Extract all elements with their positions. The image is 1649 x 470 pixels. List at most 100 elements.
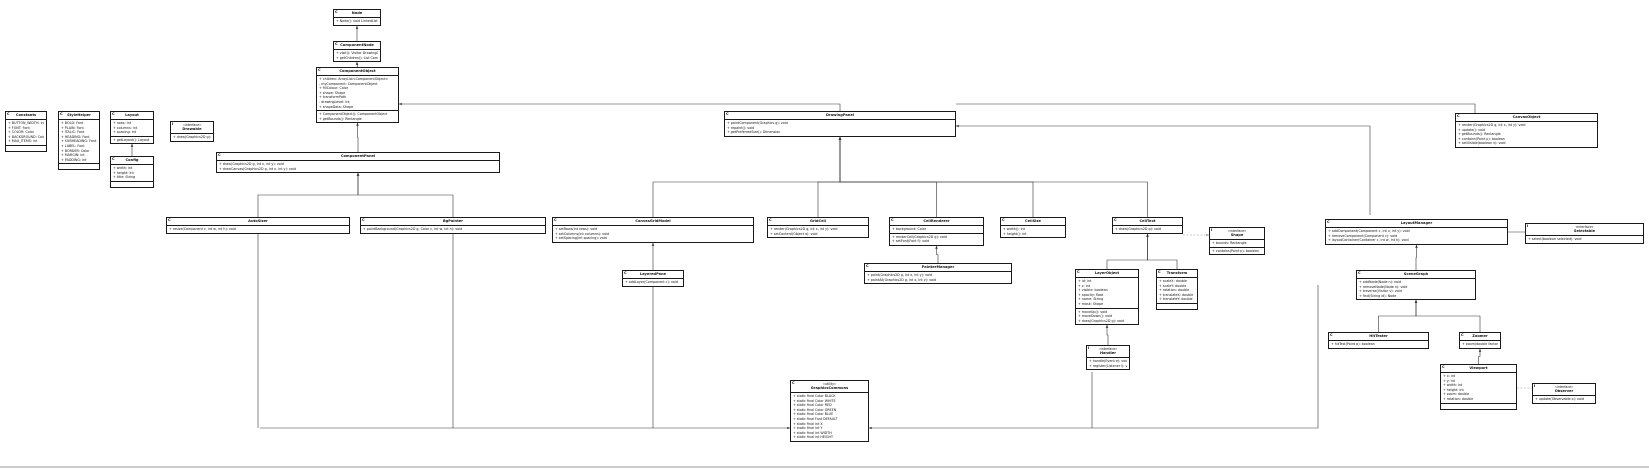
attribute-row: + height: int — [113, 170, 134, 175]
attribute-section: + id: int+ z: int+ visible: boolean+ opa… — [1076, 278, 1138, 309]
method-row: + setSpacing(int spacing): void — [555, 236, 607, 241]
arrow-head — [935, 246, 938, 249]
class-box-observer-if[interactable]: I«interface»Observer+ update(Observable … — [1532, 383, 1596, 404]
method-section: + draw(Graphics2D g, int x, int y): void… — [217, 161, 499, 172]
method-row: + getLayout(): Layout — [113, 137, 150, 142]
attribute-row: + id: int — [1078, 279, 1092, 283]
class-box-drawable-if[interactable]: I«interface»Drawable+ draw(Graphics2D g)… — [170, 121, 214, 142]
class-icon: C — [726, 112, 729, 116]
class-icon: C — [60, 112, 63, 116]
class-box-shape-if[interactable]: I«interface»Shape+ bounds: Rectangle+ co… — [1209, 227, 1265, 256]
class-box-graphics[interactable]: C«utility»GraphicsCommons+ static final … — [790, 380, 869, 442]
class-name: CellSize — [1025, 219, 1041, 223]
method-row: + static final Font DEFAULT — [793, 416, 838, 421]
class-name: Constants — [15, 113, 37, 117]
class-stereotype: «interface» — [1575, 225, 1594, 229]
method-row: + renderCell(Graphics2D g): void — [892, 234, 947, 239]
method-row: + handle(Event e): void — [1089, 359, 1127, 363]
method-row: + repaint(): void — [727, 125, 755, 130]
arrow-head — [1146, 234, 1149, 237]
attribute-section: + scaleX: double+ scaleY: double+ rotati… — [1157, 278, 1197, 304]
method-row: + addComponent(Component c, int x, int y… — [1328, 229, 1410, 233]
attribute-row: + rotation: double — [1159, 288, 1190, 293]
method-row: + removeNode(Node n): void — [1359, 284, 1408, 289]
attribute-row: + PLAIN: Font — [61, 125, 84, 130]
class-name: LayerObject — [1094, 271, 1120, 275]
method-section: + draw(Graphics2D g): void — [1113, 226, 1182, 233]
method-section — [1441, 404, 1516, 409]
method-row: + update(): void — [1458, 127, 1486, 132]
method-row: + register(Listener l): void — [1089, 363, 1127, 368]
class-header: C Constants — [6, 112, 46, 120]
class-header: I«interface»Shape — [1210, 228, 1264, 240]
class-icon: C — [335, 10, 338, 14]
class-box-selectable-if[interactable]: I«interface»Selectable+ select(boolean s… — [1525, 223, 1644, 244]
method-row: + static final int WIDTH — [793, 430, 832, 435]
arrow-head — [869, 426, 872, 430]
method-row: + draw(Graphics2D g, int x, int y): void — [219, 162, 284, 166]
arrow-head — [355, 26, 359, 29]
attribute-row: + SUBHEADING: Font — [61, 139, 97, 144]
class-icon: C — [792, 381, 795, 385]
inheritance-line — [956, 103, 1476, 113]
method-row: + addLayer(Component c): void — [625, 280, 678, 284]
method-row: + paintBackground(Graphics2D g, Color c,… — [363, 227, 463, 231]
class-name: ComponentNode — [340, 43, 374, 47]
method-section: + visit(): Visitor DrawingDisplay+ getCh… — [334, 50, 380, 61]
class-name: LayeredPane — [639, 272, 667, 276]
attribute-row: + shape: Shape — [319, 90, 346, 95]
class-name: PainterManager — [921, 265, 955, 269]
attribute-row: + BACKGROUND: Color — [8, 134, 44, 139]
method-row: + getChildren(): List ComponentNode — [336, 55, 378, 60]
class-box-handler-if[interactable]: I«interface»Handler+ handle(Event e): vo… — [1086, 345, 1130, 371]
attribute-row: + scaleX: double — [1159, 279, 1187, 283]
interface-icon: I — [172, 122, 174, 126]
class-icon: C — [1442, 365, 1445, 369]
attribute-row: + x: int — [1443, 374, 1456, 378]
class-icon: C — [7, 112, 10, 116]
attribute-row: + translateY: double — [1159, 297, 1193, 302]
attribute-row: + LABEL: Font — [61, 143, 85, 148]
attribute-row: + BORDER: Color — [61, 148, 90, 153]
attribute-row: + MAX_ITEMS: int — [8, 139, 38, 144]
method-row: + static final int X — [793, 421, 823, 426]
method-row: + getBounds(): Rectangle — [1458, 132, 1501, 137]
class-stereotype: «interface» — [182, 123, 202, 127]
usage-line — [869, 285, 1319, 429]
attribute-row: + scaleY: double — [1159, 283, 1187, 288]
